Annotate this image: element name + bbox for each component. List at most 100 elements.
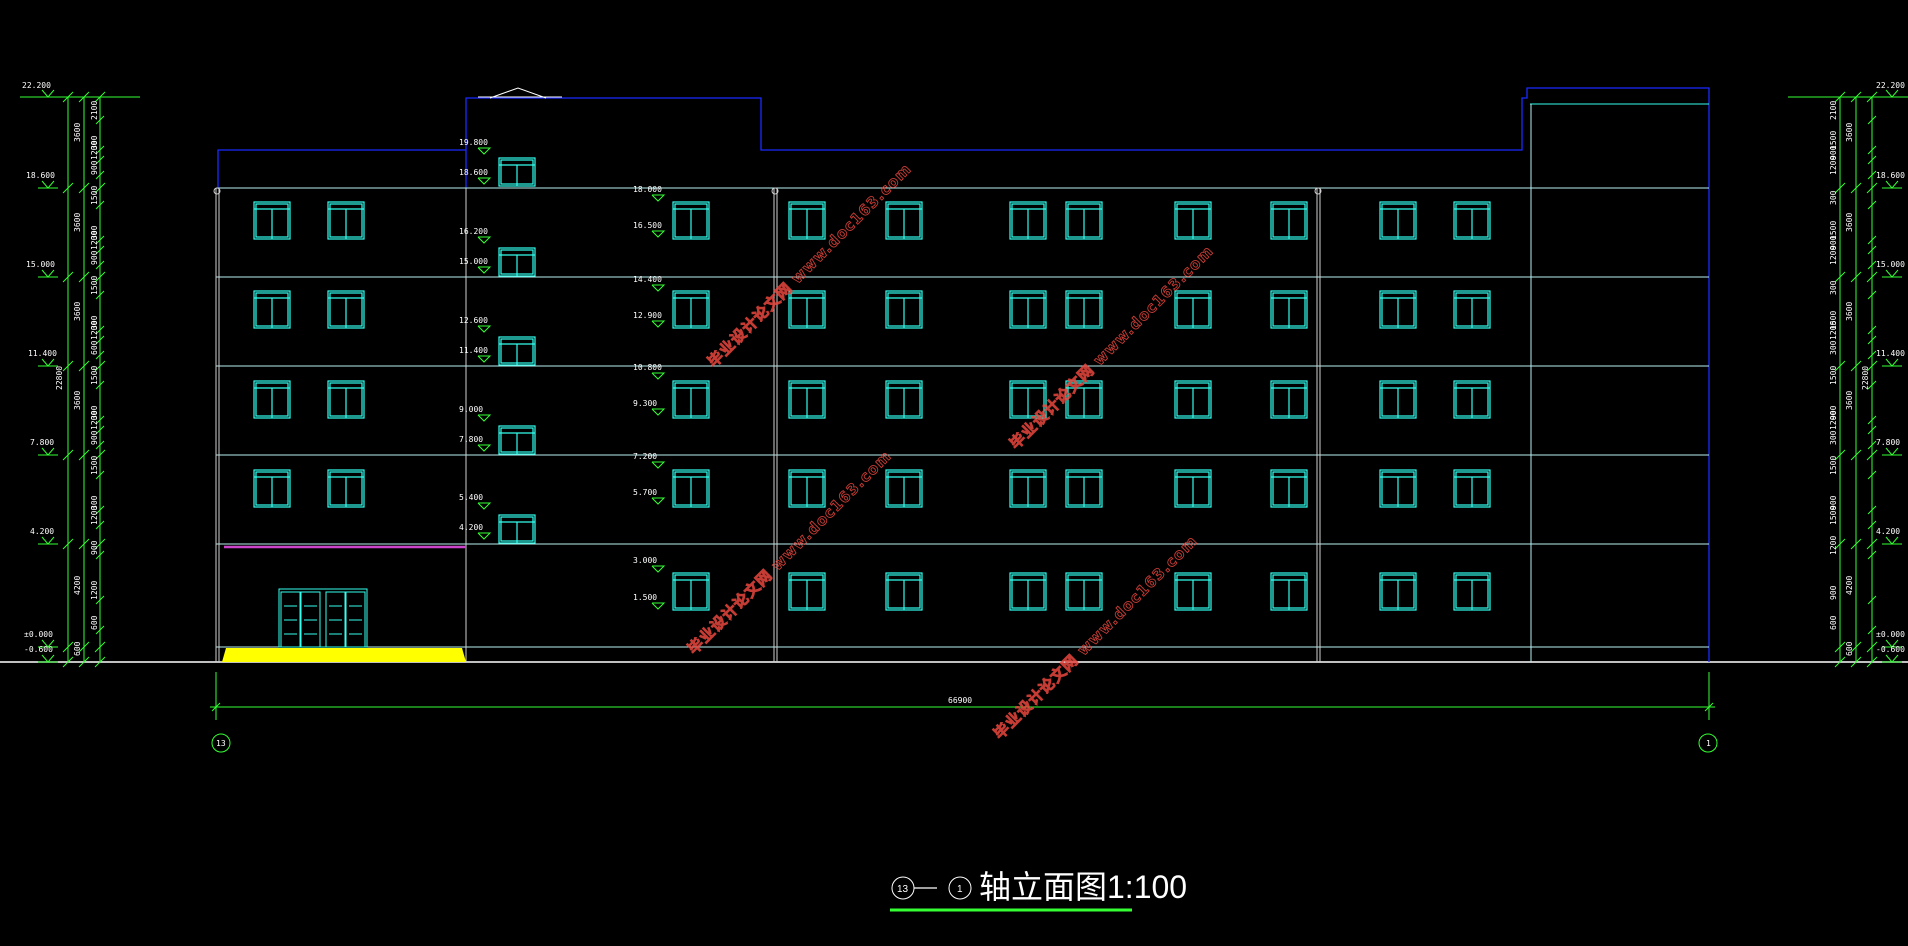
elev-triangle-7 (41, 654, 55, 663)
floor-lines (216, 187, 1709, 648)
left-dimension-lines (20, 96, 140, 662)
left-inner-dim-21: 600 (90, 615, 99, 630)
inner-tick-4 (95, 200, 105, 210)
right-inner-dim-20: 900 (1829, 585, 1838, 600)
tick-3-2 (1866, 360, 1878, 372)
left-inner-dim-13: 300 (90, 405, 99, 420)
left-inner-dim-6: 1200 (90, 231, 99, 250)
window-43 (1453, 469, 1491, 508)
tick-1-1 (78, 182, 90, 194)
inner-tick-10 (95, 335, 105, 345)
window-3 (788, 201, 826, 240)
right-inner-dim-18: 1500 (1829, 506, 1838, 525)
roof-parapet (217, 87, 1710, 662)
stair-elev-mark-3-top (477, 414, 492, 422)
elev-right-3: 11.400 (1876, 349, 1905, 358)
stair-elev-mark-2-bottom (477, 355, 492, 363)
tick-7-1 (78, 656, 90, 668)
elev-left-4: 7.800 (30, 438, 54, 447)
tick-3-0 (62, 360, 74, 372)
right-inner-dim-11: 300 (1829, 340, 1838, 355)
roof-accents (478, 87, 1709, 662)
window-46 (885, 572, 923, 611)
inner-tick-5 (95, 235, 105, 245)
mid-elev-mark-4-bottom (651, 602, 666, 610)
axis-bubble-left-label: 13 (216, 739, 226, 748)
tick-5-2 (1866, 538, 1878, 550)
inner-tick-2 (1867, 155, 1877, 165)
window-1 (327, 201, 365, 240)
tick-7-0 (1834, 656, 1846, 668)
mid-elev-0-bottom: 16.500 (633, 221, 662, 230)
right-outer-dim-2: 3600 (1845, 302, 1854, 321)
mid-elev-3-bottom: 5.700 (633, 488, 657, 497)
tick-1-1 (1850, 182, 1862, 194)
tick-0-0 (62, 91, 74, 103)
window-13 (672, 290, 710, 329)
mid-elev-3-top: 7.200 (633, 452, 657, 461)
elev-triangle-6 (1885, 639, 1899, 648)
watermarks: 毕业设计论文网 www.doc163.com 毕业设计论文网 www.doc16… (684, 159, 1218, 743)
stair-elev-mark-3-bottom (477, 444, 492, 452)
downpipes (213, 187, 1322, 662)
window-37 (885, 469, 923, 508)
tick-4-2 (1866, 449, 1878, 461)
window-40 (1174, 469, 1212, 508)
left-inner-dim-18: 1200 (90, 506, 99, 525)
mid-elev-1-bottom: 12.900 (633, 311, 662, 320)
tick-2-1 (78, 271, 90, 283)
entrance-steps (222, 648, 466, 662)
tick-2-2 (94, 271, 106, 283)
right-inner-dim-15: 300 (1829, 430, 1838, 445)
inner-tick-14 (1867, 425, 1877, 435)
stair-elev-mark-4-top (477, 502, 492, 510)
inner-tick-13 (1867, 415, 1877, 425)
inner-tick-17 (95, 505, 105, 515)
mid-elev-4-top: 3.000 (633, 556, 657, 565)
tick-1-2 (1866, 182, 1878, 194)
window-22 (253, 380, 291, 419)
tick-4-1 (78, 449, 90, 461)
window-33 (253, 469, 291, 508)
window-25 (788, 380, 826, 419)
window-45 (788, 572, 826, 611)
window-32 (1453, 380, 1491, 419)
mid-elev-mark-3-bottom (651, 497, 666, 505)
mid-elev-mark-4-top (651, 565, 666, 573)
stair-elevation-markers: 19.80018.60016.20015.00012.60011.4009.00… (459, 138, 666, 610)
tick-5-0 (1834, 538, 1846, 550)
tick-0-2 (94, 91, 106, 103)
left-inner-dim-1: 300 (90, 135, 99, 150)
title-axis-from: 13 (897, 884, 909, 895)
window-49 (1174, 572, 1212, 611)
elev-left-6: ±0.000 (24, 630, 53, 639)
window-44 (672, 572, 710, 611)
elev-right-6: ±0.000 (1876, 630, 1905, 639)
inner-tick-11 (1867, 350, 1877, 360)
inner-tick-5 (1867, 235, 1877, 245)
left-outer-dim-1: 3600 (73, 213, 82, 232)
tick-6-0 (1834, 641, 1846, 653)
window-7 (1174, 201, 1212, 240)
inner-tick-0 (95, 115, 105, 125)
title-text: 轴立面图1:100 (979, 869, 1187, 905)
inner-tick-16 (95, 470, 105, 480)
window-24 (672, 380, 710, 419)
inner-tick-6 (95, 245, 105, 255)
window-51 (1379, 572, 1417, 611)
inner-tick-8 (1867, 290, 1877, 300)
left-inner-dim-10: 1200 (90, 321, 99, 340)
stair-elev-3-bottom: 7.800 (459, 435, 483, 444)
tick-7-2 (94, 656, 106, 668)
stair-window-2 (498, 336, 536, 366)
left-dimension-ticks (38, 89, 106, 668)
left-outer-dim-4: 4200 (73, 576, 82, 595)
right-inner-dim-1: 1500 (1829, 131, 1838, 150)
elev-triangle-4 (1885, 447, 1899, 456)
elev-left-5: 4.200 (30, 527, 54, 536)
stair-window-1 (498, 247, 536, 277)
right-inner-dim-0: 2100 (1829, 101, 1838, 120)
left-inner-dim-11: 600 (90, 340, 99, 355)
tick-6-1 (78, 641, 90, 653)
